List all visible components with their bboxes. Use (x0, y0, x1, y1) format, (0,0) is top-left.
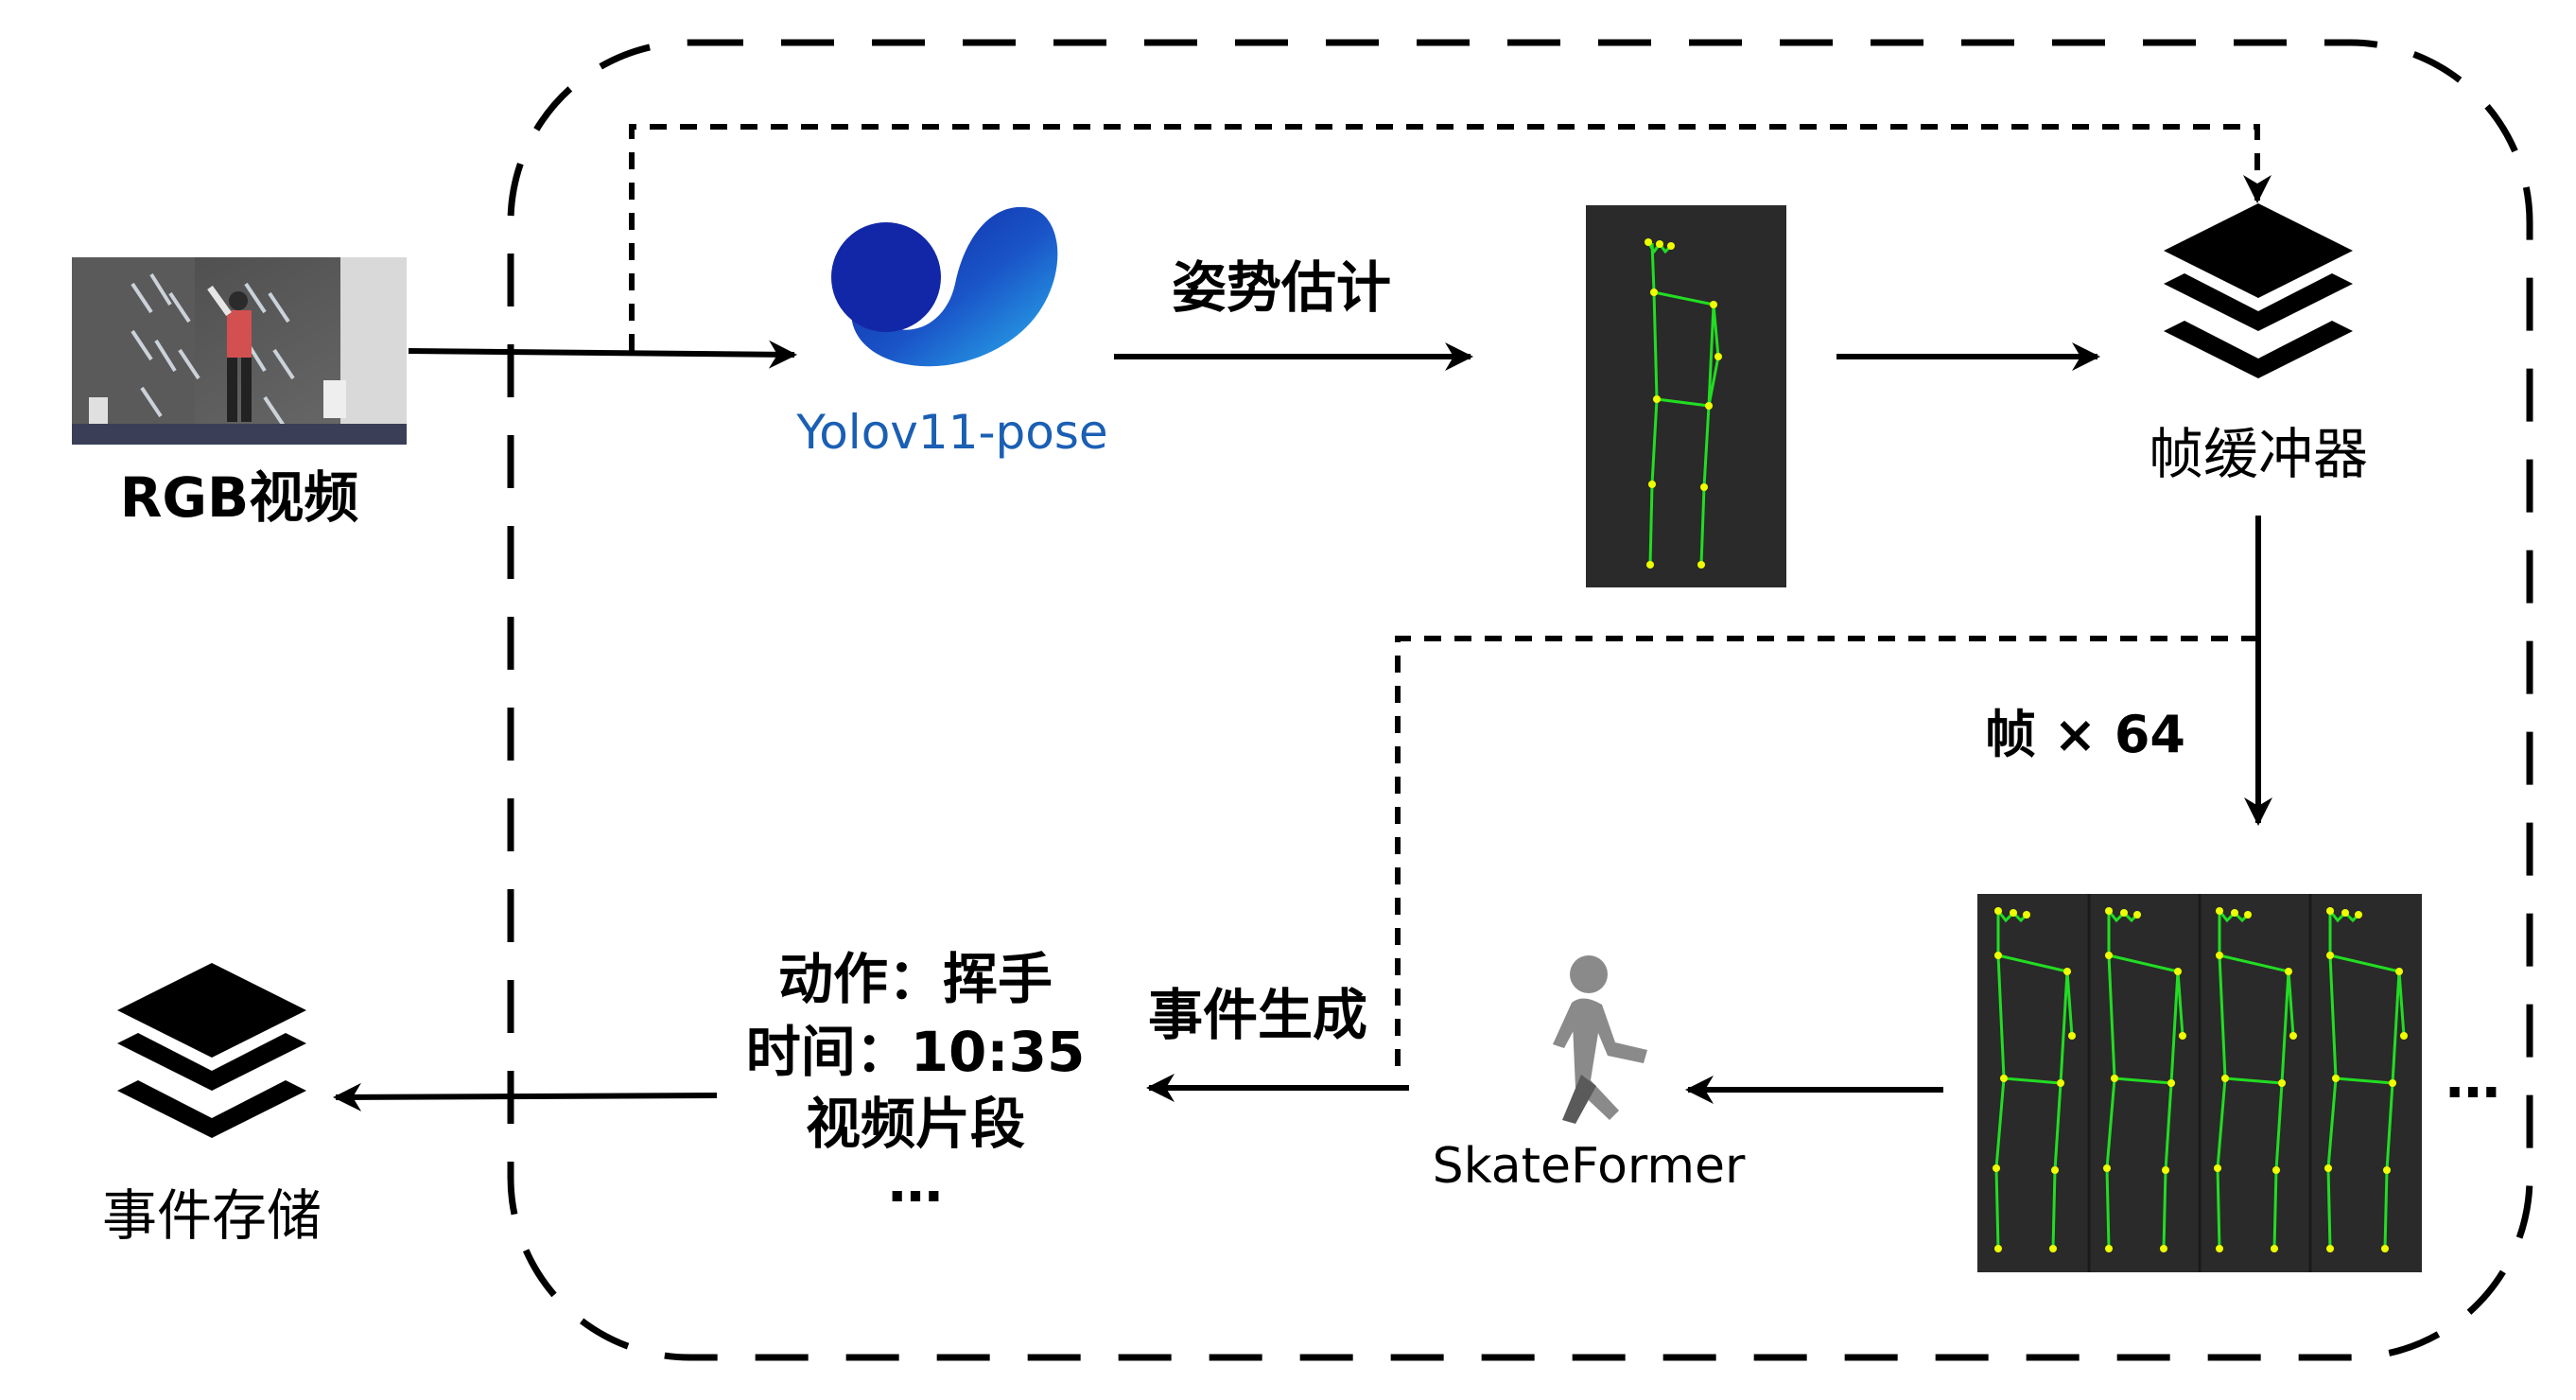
dashed-path-video-to-buffer (629, 124, 2271, 351)
single-skeleton-frame (1586, 205, 1786, 587)
rgb-video-thumbnail (72, 257, 407, 445)
rgb-video-label: RGB视频 (120, 465, 358, 530)
sequence-skeleton-joints (1993, 907, 2076, 1252)
event-time-line: 时间：10:35 (746, 1020, 1086, 1084)
skeleton-frame-sequence (1977, 894, 2422, 1272)
event-generation-label: 事件生成 (1148, 983, 1367, 1047)
system-boundary (507, 39, 2533, 1361)
event-storage-label: 事件存储 (102, 1183, 322, 1248)
classifier-label: SkateFormer (1433, 1138, 1746, 1195)
event-clip-line: 视频片段 (806, 1092, 1025, 1156)
pose-estimation-label: 姿势估计 (1172, 255, 1391, 320)
detector-label: Yolov11-pose (795, 405, 1107, 460)
event-action-line: 动作：挥手 (778, 947, 1053, 1011)
frame-count-label: 帧 × 64 (1985, 705, 2185, 764)
arrow-event-to-storage (333, 1082, 718, 1111)
dashed-path-buffer-to-event (1395, 636, 2258, 1078)
walking-person-icon (1553, 955, 1647, 1124)
frame-buffer-label: 帧缓冲器 (2149, 422, 2368, 486)
yolo-logo-icon (831, 206, 1058, 367)
event-storage-stack-icon (117, 963, 306, 1138)
frame-buffer-stack-icon (2164, 203, 2353, 378)
more-frames-ellipsis: … (2445, 1046, 2500, 1111)
arrow-input-to-detector (408, 340, 797, 369)
event-more-line: … (888, 1150, 943, 1215)
